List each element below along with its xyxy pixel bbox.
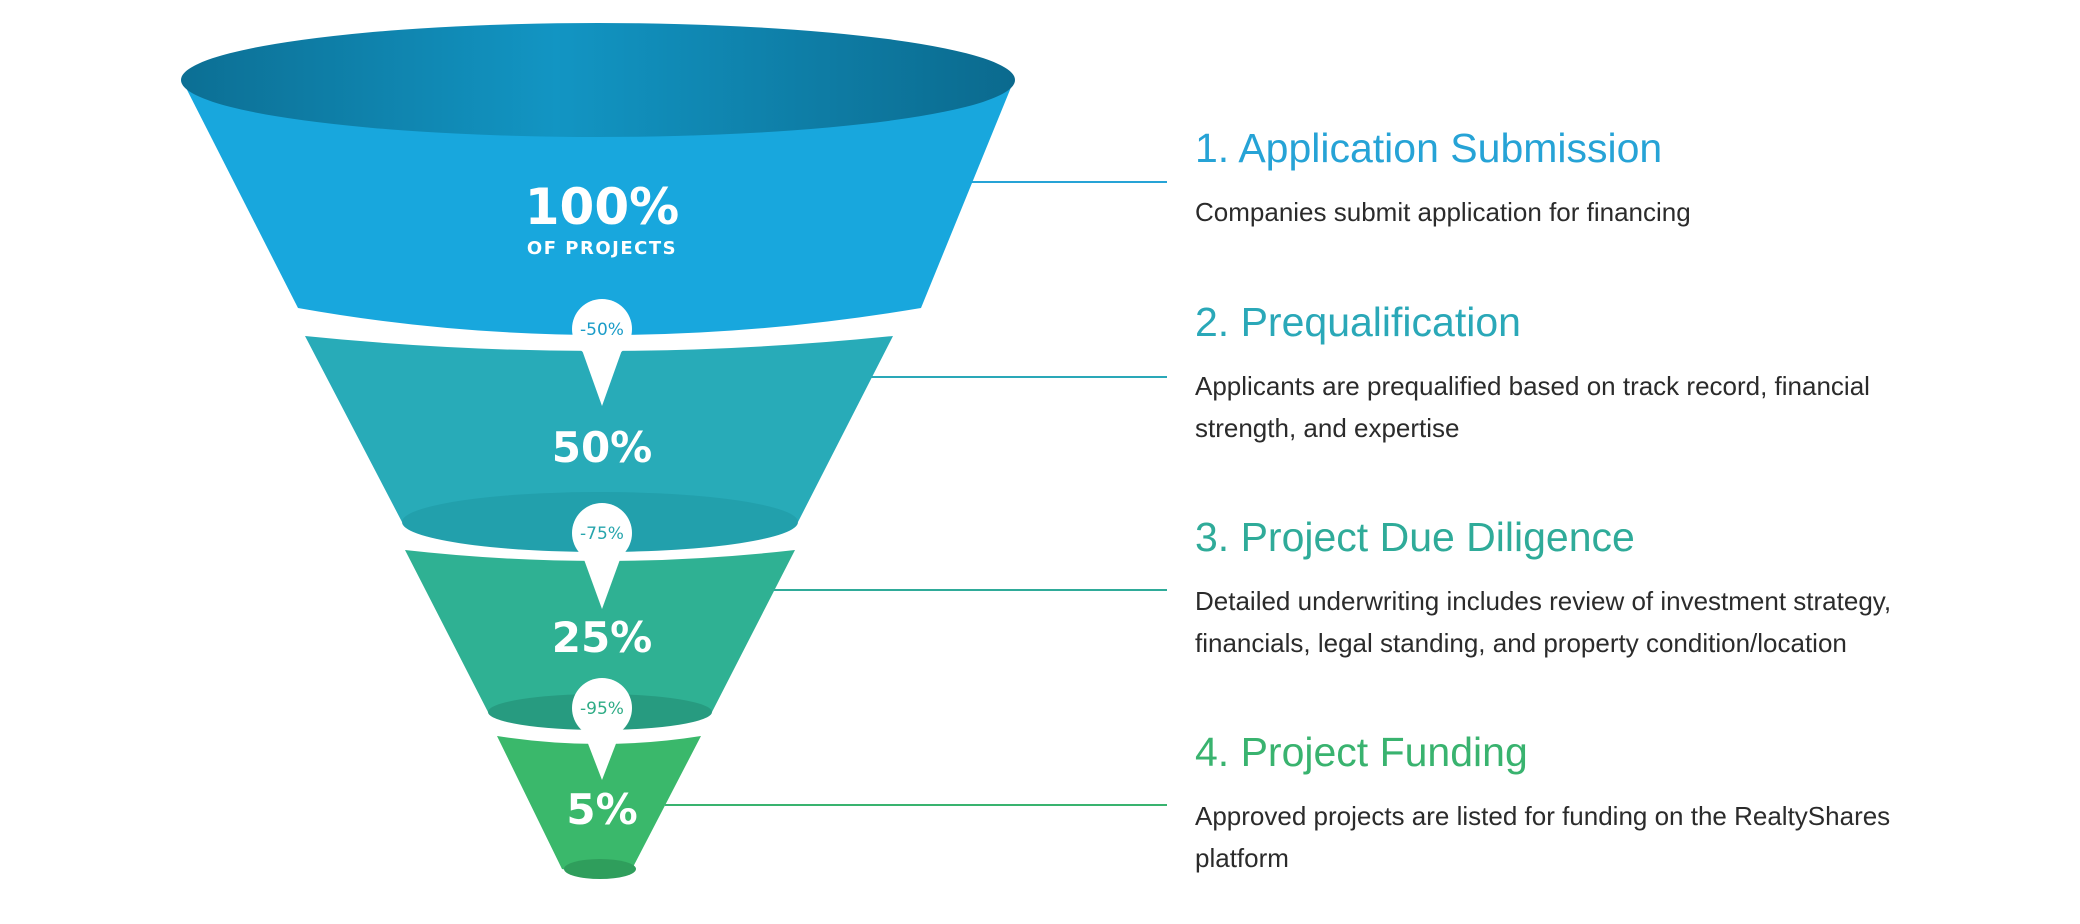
stage-1-percent: 100%	[525, 178, 679, 236]
drop-label-1: -50%	[580, 320, 624, 340]
step-1-description: Companies submit application for financi…	[1195, 197, 1691, 228]
drop-bubble-3: -95%	[572, 678, 632, 780]
step-3-title: 3. Project Due Diligence	[1195, 514, 1635, 560]
stage-3-percent: 25%	[552, 613, 653, 662]
drop-bubble-2: -75%	[572, 503, 632, 609]
drop-bubble-1: -50%	[572, 299, 632, 406]
stage-1-sublabel: OF PROJECTS	[527, 238, 677, 259]
funnel-stage-4	[497, 736, 701, 879]
step-4-title: 4. Project Funding	[1195, 729, 1528, 775]
stage-2-percent: 50%	[552, 423, 653, 472]
funnel-stage-2	[305, 336, 893, 552]
step-1: 1. Application Submission Companies subm…	[1195, 124, 1955, 233]
step-3: 3. Project Due Diligence Detailed underw…	[1195, 513, 1955, 664]
step-3-description: Detailed underwriting includes review of…	[1195, 586, 1892, 659]
step-2-description: Applicants are prequalified based on tra…	[1195, 371, 1870, 444]
drop-label-3: -95%	[580, 699, 624, 719]
funnel-stage-1	[181, 23, 1015, 335]
step-4: 4. Project Funding Approved projects are…	[1195, 728, 1955, 879]
step-4-description: Approved projects are listed for funding…	[1195, 801, 1891, 874]
stage-4-percent: 5%	[566, 785, 637, 834]
drop-label-2: -75%	[580, 524, 624, 544]
step-2-title: 2. Prequalification	[1195, 299, 1521, 345]
step-2: 2. Prequalification Applicants are prequ…	[1195, 298, 1955, 449]
step-1-title: 1. Application Submission	[1195, 125, 1663, 171]
funnel-rim	[181, 23, 1015, 137]
